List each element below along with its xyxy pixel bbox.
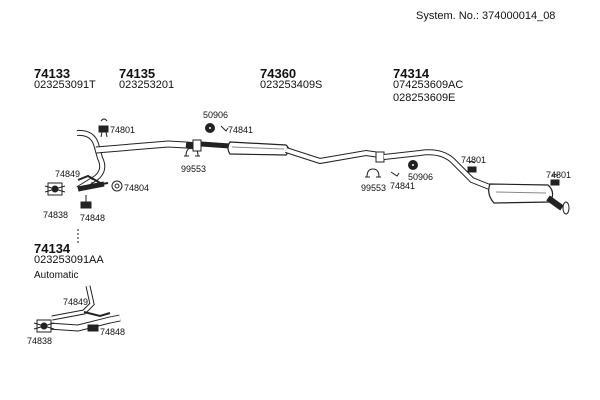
group-number-74314: 74314 (393, 66, 430, 81)
group-code-74134: 023253091AA (34, 254, 104, 266)
hanger-74841-rear (390, 171, 400, 177)
group-number-74360: 74360 (260, 66, 297, 81)
group-code2-74314: 028253609E (393, 92, 456, 104)
part-label-99553-front: 99553 (181, 164, 207, 174)
group-number-74133: 74133 (34, 66, 71, 81)
flange-gasket-74838-bottom (33, 319, 55, 333)
bracket-74849-bottom (83, 311, 111, 318)
clamp-50906-front (205, 123, 215, 133)
part-label-74801-mid: 74801 (461, 155, 487, 165)
clamp-74801-front (98, 118, 109, 138)
clamp-50906-rear (408, 160, 418, 170)
part-label-74841-front: 74841 (228, 125, 254, 135)
clamp-99553-rear (365, 168, 381, 178)
group-note-74134: Automatic (34, 270, 79, 281)
part-label-74849-top: 74849 (55, 169, 81, 179)
group-code-74360: 023253409S (260, 79, 323, 91)
group-code-74135: 023253201 (119, 79, 175, 91)
middle-muffler-74360 (200, 141, 381, 165)
part-label-50906-front: 50906 (203, 110, 229, 120)
rear-muffler-74314 (383, 149, 570, 215)
bracket-74849-top (77, 174, 109, 189)
front-pipe-74133 (76, 129, 187, 192)
part-label-50906-rear: 50906 (408, 172, 434, 182)
part-label-74838-top: 74838 (43, 210, 69, 220)
bracket-74848-bottom (87, 324, 99, 332)
front-pipe-74134 (47, 285, 121, 332)
part-label-74848-top: 74848 (80, 213, 106, 223)
part-label-74838-bottom: 74838 (27, 336, 53, 346)
group-number-74134: 74134 (34, 241, 71, 256)
part-label-74848-bottom: 74848 (100, 327, 126, 337)
clamp-74801-mid (467, 161, 477, 173)
bracket-74848-top (80, 195, 92, 209)
system-number: System. No.: 374000014_08 (416, 10, 556, 22)
hanger-74841-front (220, 125, 229, 132)
part-label-99553-rear: 99553 (361, 183, 387, 193)
part-label-74804: 74804 (124, 183, 150, 193)
part-label-74841-rear: 74841 (390, 181, 416, 191)
ring-74804 (111, 180, 123, 192)
group-code-74314: 074253609AC (393, 79, 464, 91)
part-label-74849-bottom: 74849 (63, 297, 89, 307)
part-label-74801-front: 74801 (110, 125, 136, 135)
flange-gasket-74838-top (44, 182, 66, 196)
part-label-74801-rear: 74801 (546, 170, 572, 180)
group-code-74133: 023253091T (34, 79, 96, 91)
clamp-74801-rear (550, 174, 560, 186)
group-number-74135: 74135 (119, 66, 156, 81)
